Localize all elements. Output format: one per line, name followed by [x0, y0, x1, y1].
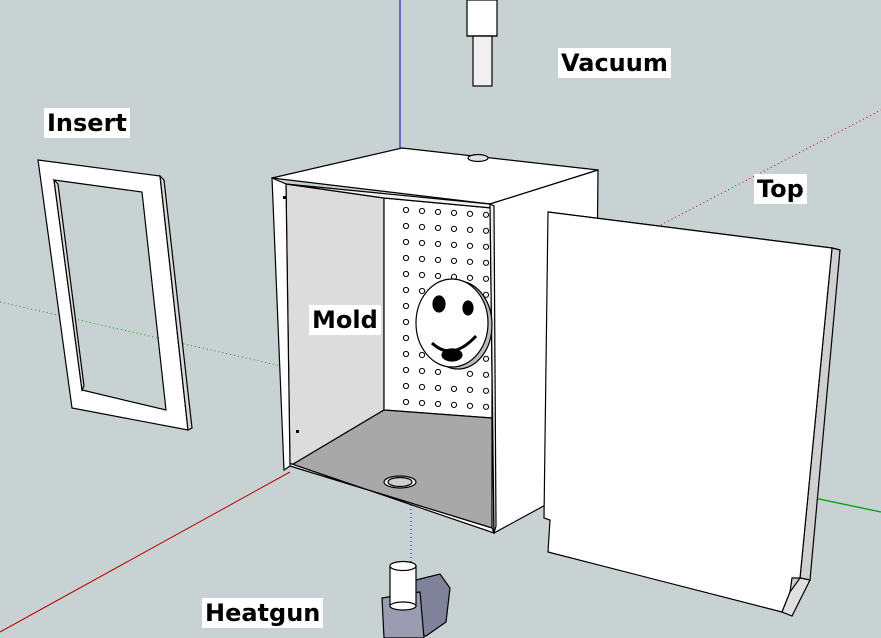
perforation-hole — [482, 387, 490, 394]
perforation-hole — [450, 257, 458, 264]
perforation-hole — [466, 274, 474, 281]
perforation-hole — [434, 256, 442, 264]
perforation-hole — [418, 399, 426, 407]
insert-frame — [37, 159, 193, 431]
perforation-hole — [466, 386, 474, 393]
perforation-hole — [482, 275, 490, 282]
perforation-hole — [418, 271, 426, 279]
perforation-hole — [402, 222, 410, 230]
insert-label: Insert — [44, 108, 130, 138]
perforation-hole — [450, 241, 458, 248]
smiley-mold — [415, 278, 493, 370]
perforation-hole — [402, 206, 410, 214]
perforation-hole — [418, 239, 426, 247]
perforation-hole — [466, 210, 474, 217]
mold-label: Mold — [309, 305, 381, 335]
perforation-hole — [466, 226, 474, 233]
smiley-right-eye — [462, 300, 474, 316]
perforation-hole — [466, 370, 474, 377]
perforation-hole — [450, 401, 458, 408]
red-axis — [0, 471, 291, 633]
green-axis-dotted — [0, 301, 291, 369]
perforation-hole — [402, 286, 410, 294]
perforation-hole — [402, 302, 410, 310]
red-axis-dotted — [589, 109, 881, 263]
perforation-hole — [402, 398, 410, 406]
perforation-hole — [418, 223, 426, 231]
vacuum-label: Vacuum — [558, 48, 671, 78]
perforation-hole — [402, 238, 410, 246]
perforation-hole — [482, 259, 490, 266]
vacuum-pipe — [466, 0, 498, 87]
perforation-hole — [402, 318, 410, 326]
perforation-hole — [434, 384, 442, 392]
perforation-hole — [466, 402, 474, 409]
perforation-hole — [450, 385, 458, 392]
perforation-hole — [418, 367, 426, 375]
perforation-hole — [482, 403, 490, 410]
perforation-hole — [466, 258, 474, 265]
perforation-hole — [482, 371, 490, 378]
perforation-hole — [450, 209, 458, 216]
perforation-hole — [418, 255, 426, 263]
smiley-tongue — [441, 348, 463, 362]
perforation-hole — [434, 400, 442, 408]
heatgun — [381, 560, 451, 638]
perforation-hole — [418, 351, 426, 359]
perforation-hole — [434, 208, 442, 216]
perforation-hole — [418, 287, 426, 295]
perforation-hole — [482, 243, 490, 250]
perforation-hole — [482, 355, 490, 362]
top-label: Top — [754, 174, 807, 204]
perforation-hole — [434, 224, 442, 232]
perforation-hole — [434, 272, 442, 280]
perforation-hole — [466, 242, 474, 249]
perforation-hole — [402, 254, 410, 262]
perforation-hole — [402, 334, 410, 342]
perforation-hole — [450, 225, 458, 232]
perforation-hole — [482, 211, 490, 218]
top-panel — [543, 211, 841, 617]
perforation-hole — [434, 240, 442, 248]
perforation-hole — [402, 270, 410, 278]
perforation-hole — [402, 366, 410, 374]
perforation-hole — [482, 227, 490, 234]
heatgun-label: Heatgun — [202, 598, 324, 628]
perforation-hole — [418, 383, 426, 391]
perforation-hole — [402, 350, 410, 358]
perforation-hole — [418, 207, 426, 215]
perforation-hole — [434, 368, 442, 376]
perforation-hole — [402, 382, 410, 390]
smiley-left-eye — [432, 295, 446, 313]
